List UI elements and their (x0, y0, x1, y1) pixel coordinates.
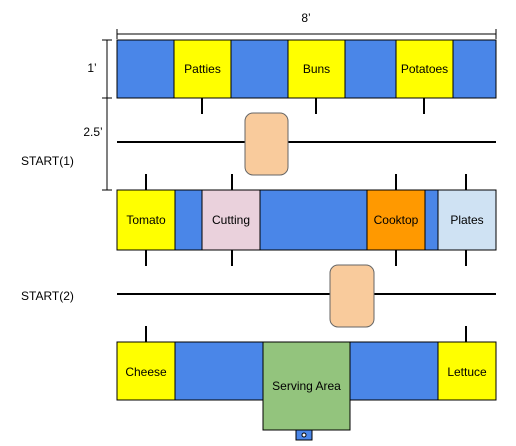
station-lettuce[interactable] (437, 341, 497, 401)
station-lettuce-label: Lettuce (447, 365, 487, 379)
station-cheese[interactable] (116, 341, 176, 401)
start-1-label: START(1) (21, 154, 74, 168)
counter-row-2-base (116, 189, 497, 251)
row-height-label: 1’ (87, 61, 96, 75)
width-dimension: 8’ (116, 11, 497, 39)
station-potatoes-label: Potatoes (401, 62, 448, 76)
station-patties-label: Patties (184, 62, 221, 76)
station-plates-label: Plates (450, 213, 483, 227)
station-serving-area-label: Serving Area (272, 379, 341, 393)
station-patties[interactable] (173, 39, 232, 99)
counter-row-2: Tomato Cutting Cooktop Plates (116, 189, 497, 251)
station-cutting-label: Cutting (212, 213, 250, 227)
agent-2[interactable] (329, 264, 375, 328)
counter-row-3: Cheese Lettuce Serving Area (116, 341, 497, 441)
width-label: 8’ (301, 11, 310, 25)
station-buns[interactable] (287, 39, 346, 99)
station-potatoes[interactable] (395, 39, 454, 99)
start-2-label: START(2) (21, 289, 74, 303)
counter-row-1: Patties Buns Potatoes (116, 39, 497, 99)
aisle-2 (117, 250, 496, 342)
station-cooktop-label: Cooktop (374, 213, 419, 227)
station-plates[interactable] (437, 189, 497, 251)
aisle-1 (117, 98, 496, 190)
agent-1[interactable] (244, 112, 289, 176)
station-cooktop[interactable] (366, 189, 426, 251)
station-serving-area[interactable] (262, 341, 351, 431)
serving-area-handle-dot (301, 432, 307, 438)
station-cheese-label: Cheese (125, 365, 167, 379)
aisle-width-label: 2.5’ (83, 125, 102, 139)
station-buns-label: Buns (303, 62, 330, 76)
station-tomato-label: Tomato (126, 213, 166, 227)
height-dimension: 1’ 2.5’ (83, 39, 112, 191)
